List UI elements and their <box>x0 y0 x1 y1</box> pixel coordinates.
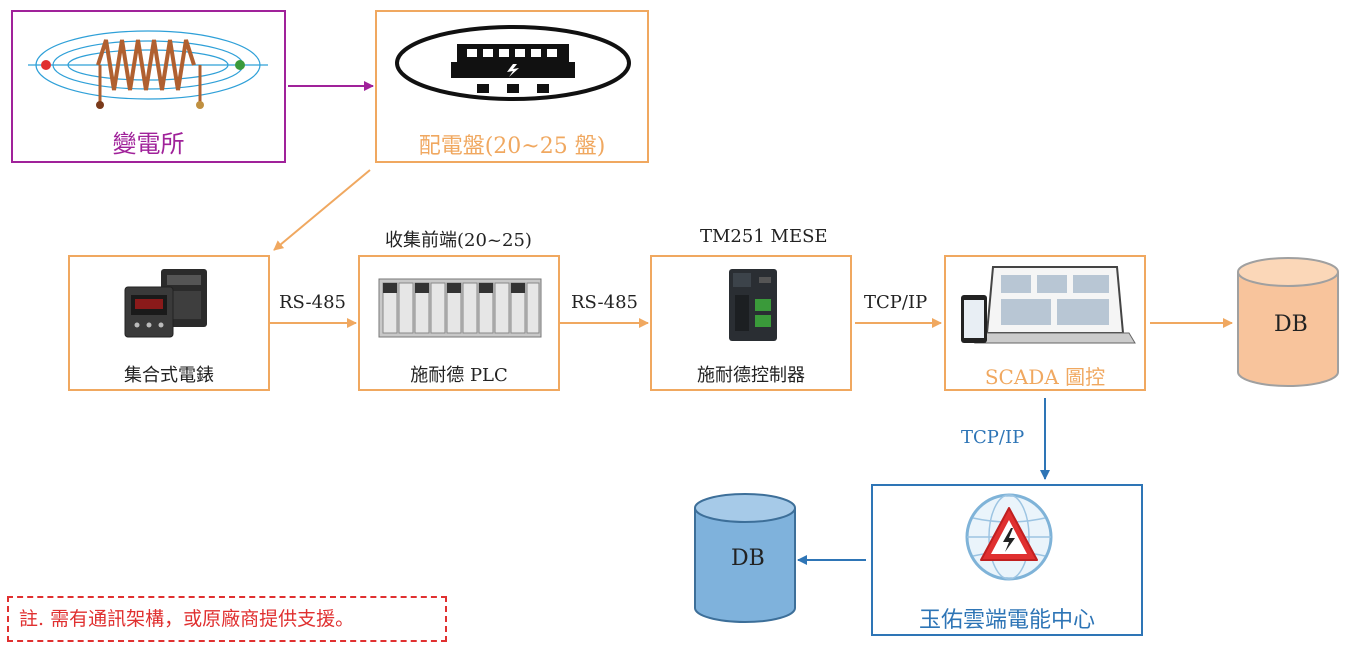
plc-rack-icon <box>378 278 542 338</box>
plc-node: 施耐德 PLC <box>358 255 560 391</box>
warning-globe-icon <box>965 493 1053 581</box>
controller-icon <box>729 269 777 341</box>
coil-magnet-icon <box>28 30 268 109</box>
arrow-switchboard-to-meter <box>273 169 371 251</box>
link-label-controller-scada: TCP/IP <box>864 292 928 313</box>
scada-label: SCADA 圖控 <box>984 365 1106 389</box>
controller-caption: TM251 MESE <box>700 226 828 247</box>
power-meter-icon <box>124 269 207 338</box>
controller-label: 施耐德控制器 <box>697 365 805 386</box>
switchboard-icon <box>395 25 631 101</box>
meter-node: 集合式電錶 <box>68 255 270 391</box>
database-bottom-label: DB <box>731 546 765 571</box>
controller-node: 施耐德控制器 <box>650 255 852 391</box>
cloud-center-label: 玉佑雲端電能中心 <box>918 608 1095 633</box>
link-label-meter-plc: RS-485 <box>279 292 346 313</box>
substation-node: 變電所 <box>11 10 286 163</box>
plc-caption: 收集前端(20~25) <box>385 230 532 251</box>
link-label-plc-controller: RS-485 <box>571 292 638 313</box>
footnote: 註. 需有通訊架構，或原廠商提供支援。 <box>7 596 447 642</box>
laptop-tablet-icon <box>961 266 1136 344</box>
cloud-center-node: 玉佑雲端電能中心 <box>871 484 1143 636</box>
substation-label: 變電所 <box>112 130 185 158</box>
switchboard-label: 配電盤(20~25 盤) <box>418 134 606 159</box>
database-bottom-icon <box>694 493 796 623</box>
switchboard-node: 配電盤(20~25 盤) <box>375 10 649 163</box>
link-label-scada-cloud: TCP/IP <box>961 427 1025 448</box>
plc-label: 施耐德 PLC <box>410 365 508 386</box>
meter-label: 集合式電錶 <box>124 365 214 386</box>
scada-node: SCADA 圖控 <box>944 255 1146 391</box>
database-right-label: DB <box>1274 312 1308 337</box>
database-right-icon <box>1237 257 1339 387</box>
